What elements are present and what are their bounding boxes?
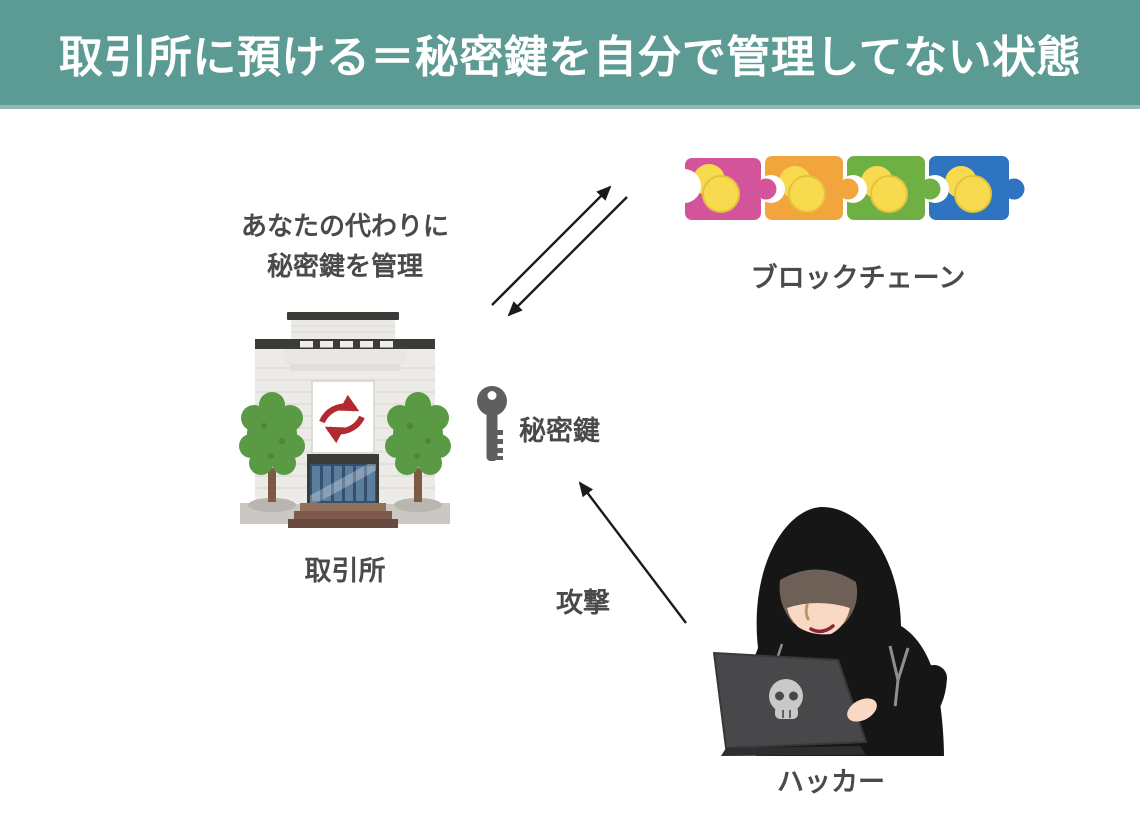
- puzzle-knob: [755, 178, 777, 200]
- exchange-caption-line2: 秘密鍵を管理: [266, 251, 423, 281]
- building-entrance: [307, 454, 379, 503]
- header-banner: 取引所に預ける＝秘密鍵を自分で管理してない状態: [0, 0, 1140, 109]
- hacker-face: [779, 569, 858, 635]
- key-icon: [477, 386, 507, 461]
- red-exchange-arrows-icon: [319, 394, 365, 444]
- hoodie-drawstring: [776, 643, 784, 657]
- exchange-label: 取引所: [304, 556, 386, 586]
- exchange-caption: あなたの代わりに 秘密鍵を管理: [195, 206, 495, 286]
- attack-label: 攻撃: [556, 588, 610, 618]
- tree-right-icon: [385, 392, 451, 512]
- hacker-illustration: [713, 507, 947, 756]
- exchange-caption-line1: あなたの代わりに: [240, 211, 449, 241]
- hacker-label: ハッカー: [777, 767, 885, 797]
- blockchain-coin: [702, 175, 740, 213]
- page-title: 取引所に預ける＝秘密鍵を自分で管理してない状態: [58, 32, 1082, 82]
- skull-icon: [769, 679, 803, 719]
- blockchain-coin: [870, 175, 908, 213]
- to-blockchain-arrow: [491, 185, 612, 306]
- hacker-hand: [847, 698, 877, 722]
- blockchain-illustration: [683, 156, 1025, 220]
- blockchain-label: ブロックチェーン: [750, 263, 966, 293]
- puzzle-knob: [837, 178, 859, 200]
- hacker-arm: [873, 665, 947, 733]
- blockchain-coin: [788, 175, 826, 213]
- puzzle-knob: [1003, 178, 1025, 200]
- building-sign: [311, 380, 375, 454]
- tree-left-icon: [239, 392, 305, 512]
- building-steps: [288, 503, 398, 528]
- exchange-building-illustration: [239, 312, 451, 528]
- from-blockchain-arrow: [507, 196, 628, 317]
- hoodie-zipper: [888, 645, 910, 709]
- building-windows: [300, 341, 393, 348]
- building-tower: [284, 312, 406, 371]
- puzzle-socket: [683, 169, 701, 203]
- laptop-base: [721, 746, 866, 756]
- private-key-label: 秘密鍵: [519, 416, 600, 446]
- blockchain-coin: [954, 175, 992, 213]
- puzzle-knob: [919, 178, 941, 200]
- exchange-blockchain-arrows: [491, 185, 628, 317]
